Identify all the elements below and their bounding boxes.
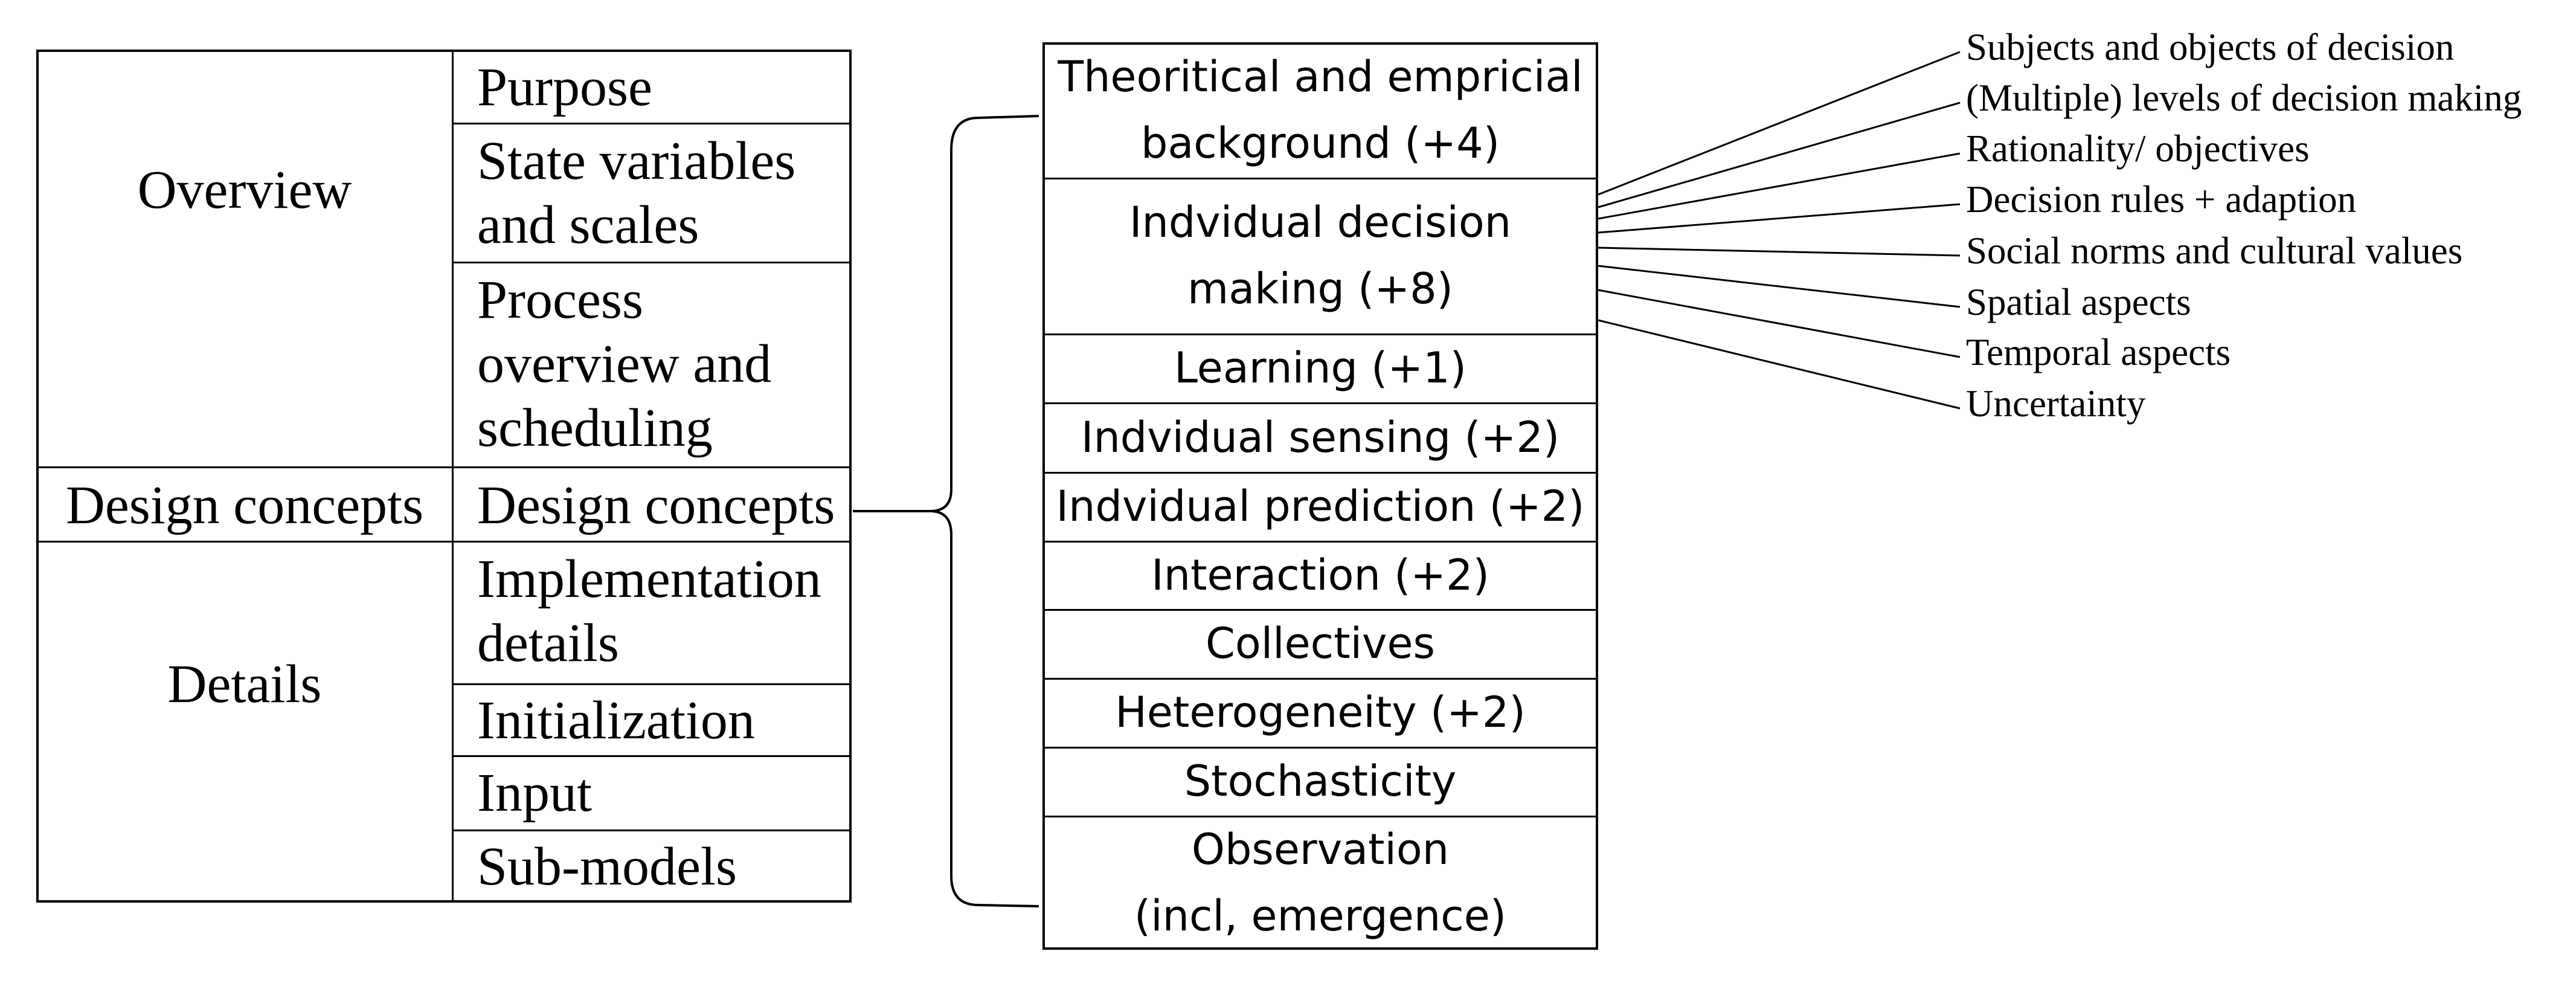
item-input: Input (477, 761, 592, 825)
item-collectives: Collectives (1044, 610, 1597, 677)
aspect-uncertainty: Uncertainty (1966, 382, 2146, 425)
item-line: Implementation (477, 549, 821, 609)
list-divider (1044, 178, 1597, 179)
aspect-connector-line (1598, 319, 1961, 410)
item-line: Initialization (477, 691, 755, 750)
list-item-line: Heterogeneity (+2) (1115, 688, 1526, 737)
item-heterogeneity: Heterogeneity (+2) (1044, 679, 1597, 746)
aspect-connector-line (1598, 152, 1961, 220)
item-state-variables: State variables and scales (477, 129, 795, 257)
list-item-line: Observation (1191, 825, 1450, 874)
item-observation: Observation (incl, emergence) (1044, 816, 1597, 949)
list-divider (1044, 816, 1597, 817)
aspect-social-norms: Social norms and cultural values (1966, 230, 2463, 272)
list-item-line: background (+4) (1140, 118, 1500, 168)
item-line: State variables (477, 131, 796, 191)
item-line: scheduling (477, 398, 713, 458)
item-divider (453, 683, 850, 685)
item-learning: Learning (+1) (1044, 335, 1597, 401)
table-column-divider (452, 51, 454, 901)
aspect-connector-line (1598, 265, 1961, 308)
list-item-line: Indvidual prediction (+2) (1056, 482, 1585, 531)
item-divider (453, 755, 850, 757)
aspect-connector-line (1598, 289, 1961, 358)
list-item-line: Indvidual sensing (+2) (1081, 412, 1560, 462)
item-divider (453, 123, 850, 124)
item-divider (453, 262, 850, 263)
item-process-overview: Process overview and scheduling (477, 268, 771, 460)
aspect-temporal: Temporal aspects (1966, 331, 2231, 373)
list-item-line: Collectives (1205, 619, 1435, 668)
group-label-design-concepts: Design concepts (65, 475, 424, 535)
list-divider (1044, 472, 1597, 474)
item-implementation-details: Implementation details (477, 547, 821, 675)
list-item-line: Interaction (+2) (1151, 550, 1489, 600)
item-theoretical-background: Theoritical and empricial background (+4) (1044, 44, 1597, 176)
item-initialization: Initialization (477, 689, 755, 753)
item-line: Purpose (477, 57, 652, 117)
item-line: overview and (477, 334, 772, 394)
aspect-spatial: Spatial aspects (1966, 281, 2191, 323)
item-stochasticity: Stochasticity (1044, 748, 1597, 814)
list-item-line: Learning (+1) (1174, 343, 1466, 393)
list-item-line: Indvidual decision (1129, 198, 1512, 247)
aspect-rationality: Rationality/ objectives (1966, 127, 2310, 170)
list-divider (1044, 541, 1597, 543)
aspect-connector-line (1598, 246, 1961, 257)
aspect-connector-line (1598, 102, 1961, 208)
item-divider (453, 830, 850, 831)
list-item-line: (incl, emergence) (1134, 891, 1507, 941)
item-individual-prediction: Indvidual prediction (+2) (1044, 473, 1597, 540)
group-divider-design (37, 541, 850, 543)
aspect-connector-line (1598, 51, 1961, 196)
aspect-levels: (Multiple) levels of decision making (1966, 77, 2522, 119)
item-line: and scales (477, 195, 699, 255)
item-line: details (477, 613, 619, 673)
design-concepts-bracket (853, 115, 1039, 512)
item-purpose: Purpose (477, 56, 652, 120)
aspect-subjects-objects: Subjects and objects of decision (1966, 26, 2455, 68)
item-interaction: Interaction (+2) (1044, 542, 1597, 608)
group-label-details: Details (167, 654, 322, 714)
list-divider (1044, 609, 1597, 611)
aspect-decision-rules: Decision rules + adaption (1966, 178, 2357, 221)
item-line: Sub-models (477, 837, 737, 897)
item-individual-sensing: Indvidual sensing (+2) (1044, 404, 1597, 471)
list-item-line: Theoritical and empricial (1058, 52, 1583, 102)
list-item-line: Stochasticity (1184, 756, 1457, 806)
item-design-concepts: Design concepts (477, 474, 835, 538)
list-divider (1044, 747, 1597, 749)
design-concepts-list (1042, 42, 1598, 950)
item-line: Input (477, 763, 592, 823)
group-divider-overview (37, 466, 850, 468)
list-item-line: making (+8) (1187, 264, 1453, 314)
item-line: Process (477, 270, 643, 330)
list-divider (1044, 334, 1597, 335)
group-label-overview: Overview (137, 160, 352, 220)
design-concepts-bracket-lower (853, 510, 1039, 907)
list-divider (1044, 678, 1597, 680)
item-line: Design concepts (477, 475, 835, 535)
list-divider (1044, 402, 1597, 404)
item-individual-decision-making: Indvidual decision making (+8) (1044, 189, 1597, 322)
item-sub-models: Sub-models (477, 835, 737, 899)
odd-protocol-table (36, 50, 852, 903)
aspect-connector-line (1598, 203, 1961, 234)
